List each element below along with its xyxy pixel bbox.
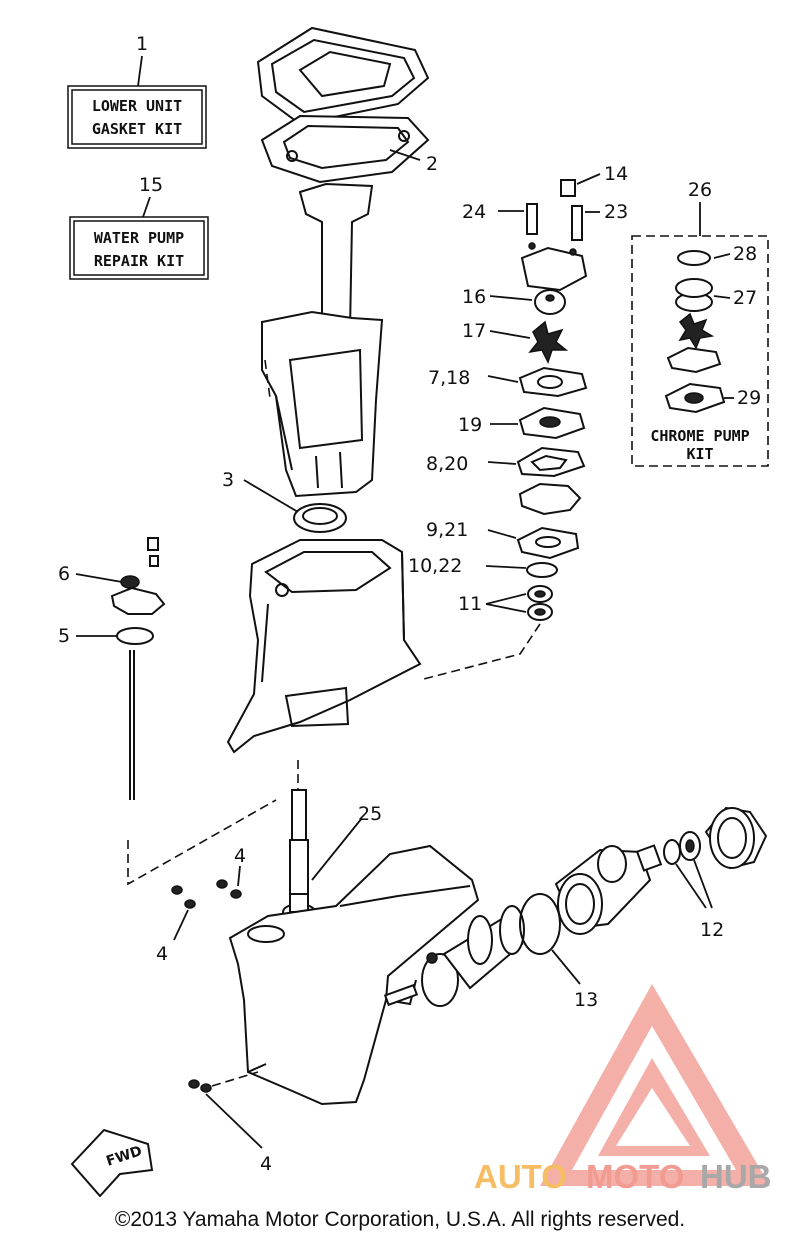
water-pump-kit-line2: REPAIR KIT — [94, 252, 184, 270]
callout-19: 19 — [458, 414, 482, 436]
callout-14: 14 — [604, 163, 628, 185]
lower-unit-kit-line1: LOWER UNIT — [92, 97, 182, 115]
callout-3: 3 — [222, 469, 234, 491]
callout-11: 11 — [458, 593, 482, 615]
fwd-direction-arrow: FWD — [70, 1128, 154, 1198]
chrome-pump-kit-line2: KIT — [686, 445, 713, 463]
grommet-3: 3 — [222, 469, 347, 533]
watermark-hub: HUB — [700, 1158, 772, 1195]
chrome-pump-kit: 26 28 27 29 CHROME PUMP KIT — [631, 179, 769, 467]
callout-6: 6 — [58, 563, 70, 585]
kit-number-15: 15 — [139, 174, 163, 196]
shift-rod-assembly: 6 5 — [58, 537, 166, 800]
kit-number-1: 1 — [136, 33, 148, 55]
callout-2: 2 — [426, 153, 438, 175]
lower-unit-kit-line2: GASKET KIT — [92, 120, 182, 138]
callout-8-20: 8,20 — [426, 453, 468, 475]
callout-25: 25 — [358, 803, 382, 825]
water-pump-kit-line1: WATER PUMP — [94, 229, 184, 247]
callout-23: 23 — [604, 201, 628, 223]
callout-4-bottom: 4 — [260, 1153, 272, 1175]
copyright-notice: ©2013 Yamaha Motor Corporation, U.S.A. A… — [114, 1208, 686, 1231]
callout-16: 16 — [462, 286, 486, 308]
callout-13: 13 — [574, 989, 598, 1011]
watermark-moto: MOTO — [586, 1158, 684, 1195]
lower-unit-gasket-kit-label: 1 LOWER UNIT GASKET KIT — [67, 33, 207, 149]
automotohub-watermark: AUTO MOTO HUB — [474, 984, 772, 1195]
callout-5: 5 — [58, 625, 70, 647]
lower-casing — [226, 539, 422, 754]
driveshaft-housing — [261, 182, 384, 498]
kit-number-26: 26 — [688, 179, 712, 201]
callout-28: 28 — [733, 243, 757, 265]
callout-9-21: 9,21 — [426, 519, 468, 541]
callout-12: 12 — [700, 919, 724, 941]
chrome-pump-kit-line1: CHROME PUMP — [650, 427, 749, 445]
callout-4-left: 4 — [156, 943, 168, 965]
water-pump-repair-kit-label: 15 WATER PUMP REPAIR KIT — [69, 174, 209, 280]
callout-4-top: 4 — [234, 845, 246, 867]
watermark-auto: AUTO — [474, 1158, 567, 1195]
gearcase: 4 4 4 — [156, 844, 480, 1175]
upper-cover-and-gasket-2: 2 — [256, 26, 438, 184]
callout-7-18: 7,18 — [428, 367, 470, 389]
callout-27: 27 — [733, 287, 757, 309]
callout-29: 29 — [737, 387, 761, 409]
callout-17: 17 — [462, 320, 486, 342]
callout-10-22: 10,22 — [408, 555, 462, 577]
propeller-shaft-housing: 13 12 — [383, 806, 768, 1011]
water-pump-stack: 24 23 14 16 17 7,18 19 8,20 — [408, 163, 628, 681]
drive-shaft: 25 — [282, 760, 382, 921]
callout-24: 24 — [462, 201, 486, 223]
